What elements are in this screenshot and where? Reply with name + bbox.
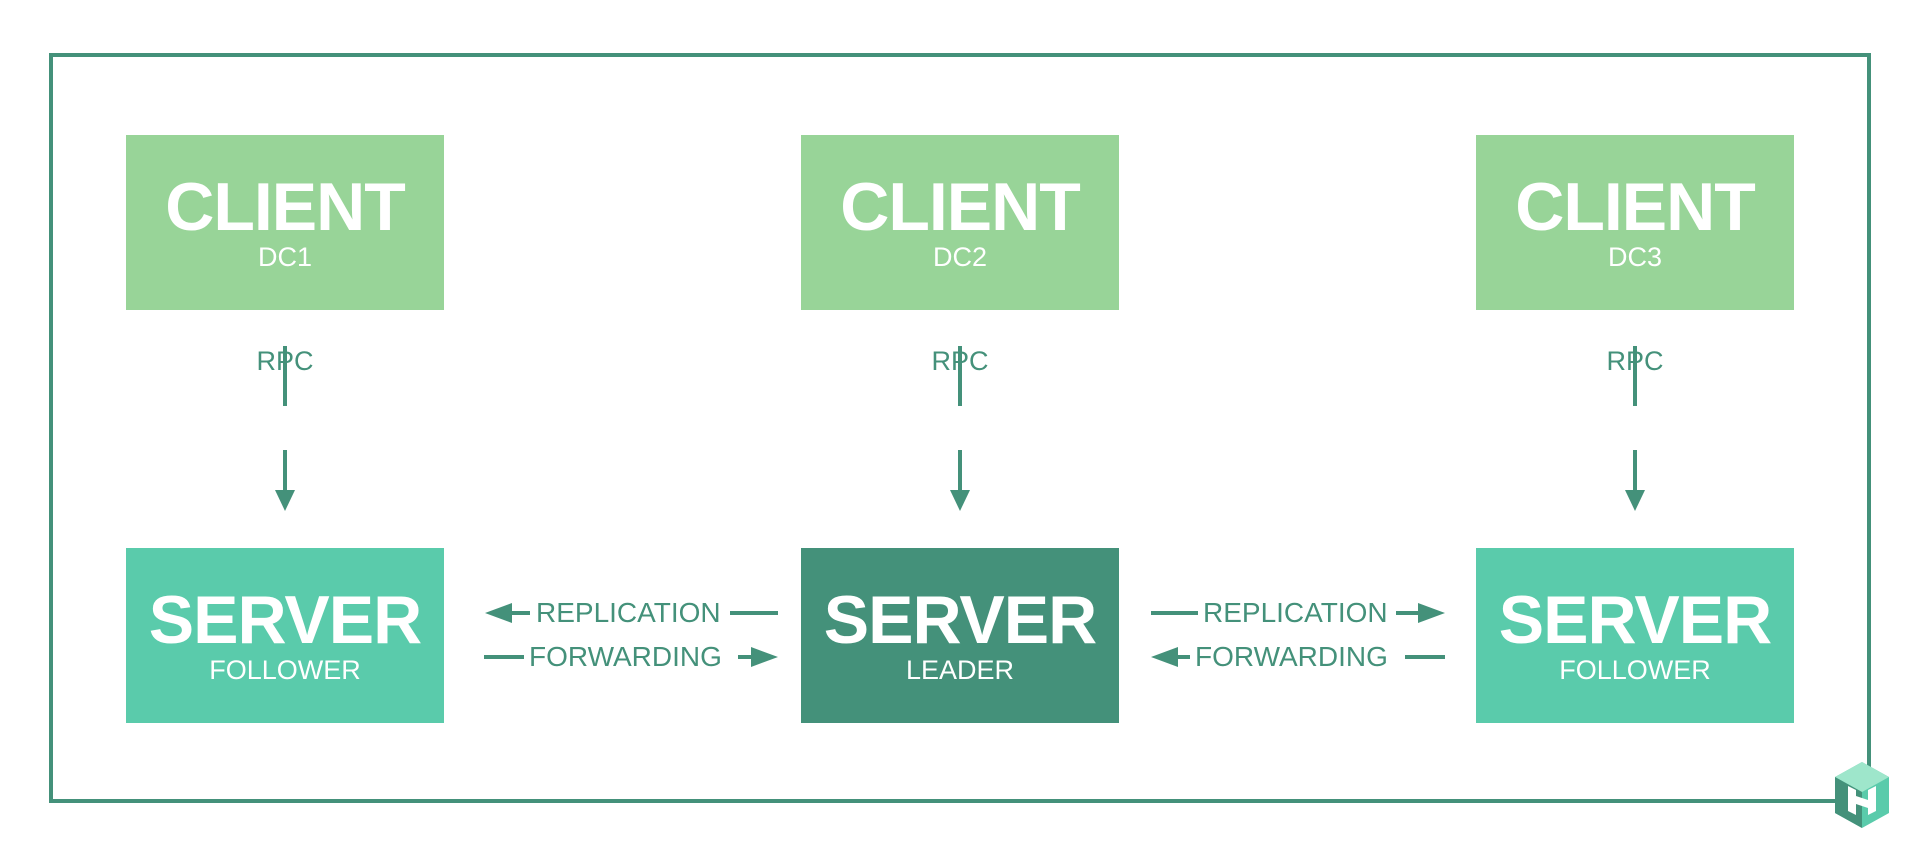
client-title: CLIENT (1515, 168, 1756, 245)
client-title: CLIENT (840, 168, 1081, 245)
client-box-dc2: CLIENT DC2 (801, 135, 1119, 310)
forwarding-label-right: FORWARDING (1195, 641, 1388, 672)
replication-label-left: REPLICATION (536, 597, 721, 628)
client-datacenter: DC3 (1607, 241, 1662, 272)
server-role: LEADER (905, 654, 1015, 685)
diagram-frame (49, 53, 1871, 803)
replication-arrowhead-right (1418, 603, 1445, 623)
server-title: SERVER (823, 581, 1097, 658)
replication-arrowhead-left (485, 603, 512, 623)
client-box-dc3: CLIENT DC3 (1476, 135, 1794, 310)
forwarding-arrowhead-right (1151, 647, 1178, 667)
rpc-arrowhead-dc1 (275, 490, 295, 511)
client-datacenter: DC1 (257, 241, 312, 272)
server-box-follower-right: SERVER FOLLOWER (1476, 548, 1794, 723)
client-datacenter: DC2 (932, 241, 987, 272)
server-box-follower-left: SERVER FOLLOWER (126, 548, 444, 723)
forwarding-label-left: FORWARDING (529, 641, 722, 672)
server-role: FOLLOWER (1559, 654, 1711, 685)
replication-label-right: REPLICATION (1203, 597, 1388, 628)
client-box-dc1: CLIENT DC1 (126, 135, 444, 310)
rpc-arrowhead-dc3 (1625, 490, 1645, 511)
server-role: FOLLOWER (209, 654, 361, 685)
server-title: SERVER (1498, 581, 1772, 658)
client-title: CLIENT (165, 168, 406, 245)
brand-logo-icon (1835, 762, 1889, 828)
rpc-arrowhead-dc2 (950, 490, 970, 511)
server-title: SERVER (148, 581, 422, 658)
server-box-leader: SERVER LEADER (801, 548, 1119, 723)
forwarding-arrowhead-left (751, 647, 778, 667)
